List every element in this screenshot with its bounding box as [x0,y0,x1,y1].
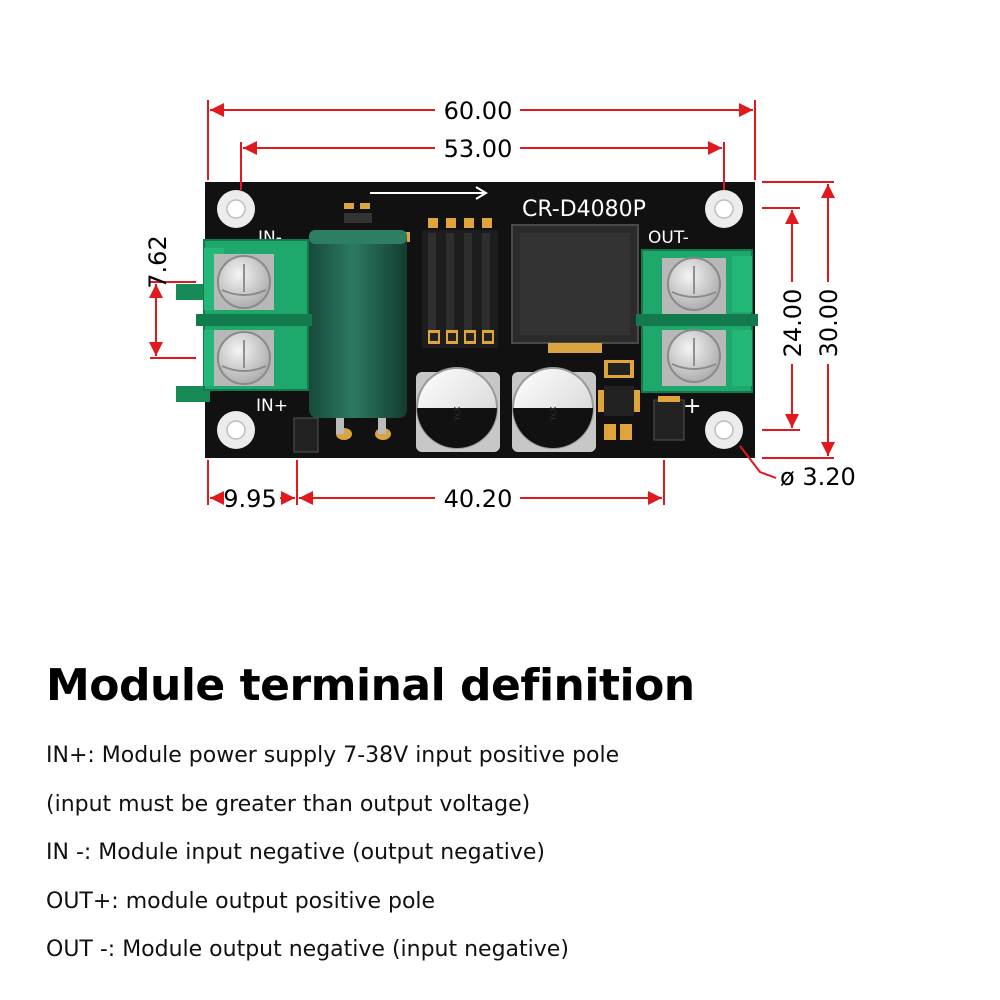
silk-in-plus: IN+ [256,396,288,416]
definition-line: (input must be greater than output volta… [46,791,531,817]
cap-mark-1: E [432,413,457,428]
output-capacitor-1: E YcX [416,367,500,452]
dim-width-total: 60.00 [444,97,513,125]
dim-hole-spacing-x: 53.00 [444,135,513,163]
output-terminal-block [636,249,758,393]
heatsink [422,218,498,348]
silk-out-plus: + [683,394,701,419]
dim-height-total: 30.00 [815,289,843,358]
input-capacitor [309,230,410,440]
dim-left-offset: 9.95 [223,485,276,513]
output-capacitor-2: E YcX [512,367,596,452]
board-model-label: CR-D4080P [522,197,646,222]
input-terminal-block [176,239,312,402]
dimension-lines [149,100,835,505]
module-dimension-diagram: CR-D4080P IN- IN+ OUT- + [144,97,856,513]
mounting-holes [217,190,743,449]
power-inductor [511,224,639,353]
cap-subtext-2: YcX [549,406,558,422]
smd-components-right [293,360,685,453]
terminal-definition-list: IN+: Module power supply 7-38V input pos… [46,737,619,980]
smd-resistors-top [344,203,372,223]
dim-terminal-pitch: 7.62 [144,235,172,288]
dim-hole-spacing-y: 24.00 [779,289,807,358]
dim-terminal-spacing: 40.20 [444,485,513,513]
definition-line: OUT+: module output positive pole [46,888,436,914]
section-title: Module terminal definition [46,660,695,711]
cap-subtext-1: YcX [453,406,462,422]
definition-line: IN -: Module input negative (output nega… [46,840,546,865]
silk-out-minus: OUT- [648,228,689,248]
definition-line: OUT -: Module output negative (input neg… [46,937,569,962]
dim-hole-diameter: ø 3.20 [780,463,856,491]
flow-arrow-icon [370,186,488,200]
definition-line: IN+: Module power supply 7-38V input pos… [46,743,620,768]
smd-row-mid [428,330,494,344]
cap-mark-2: E [528,413,553,428]
